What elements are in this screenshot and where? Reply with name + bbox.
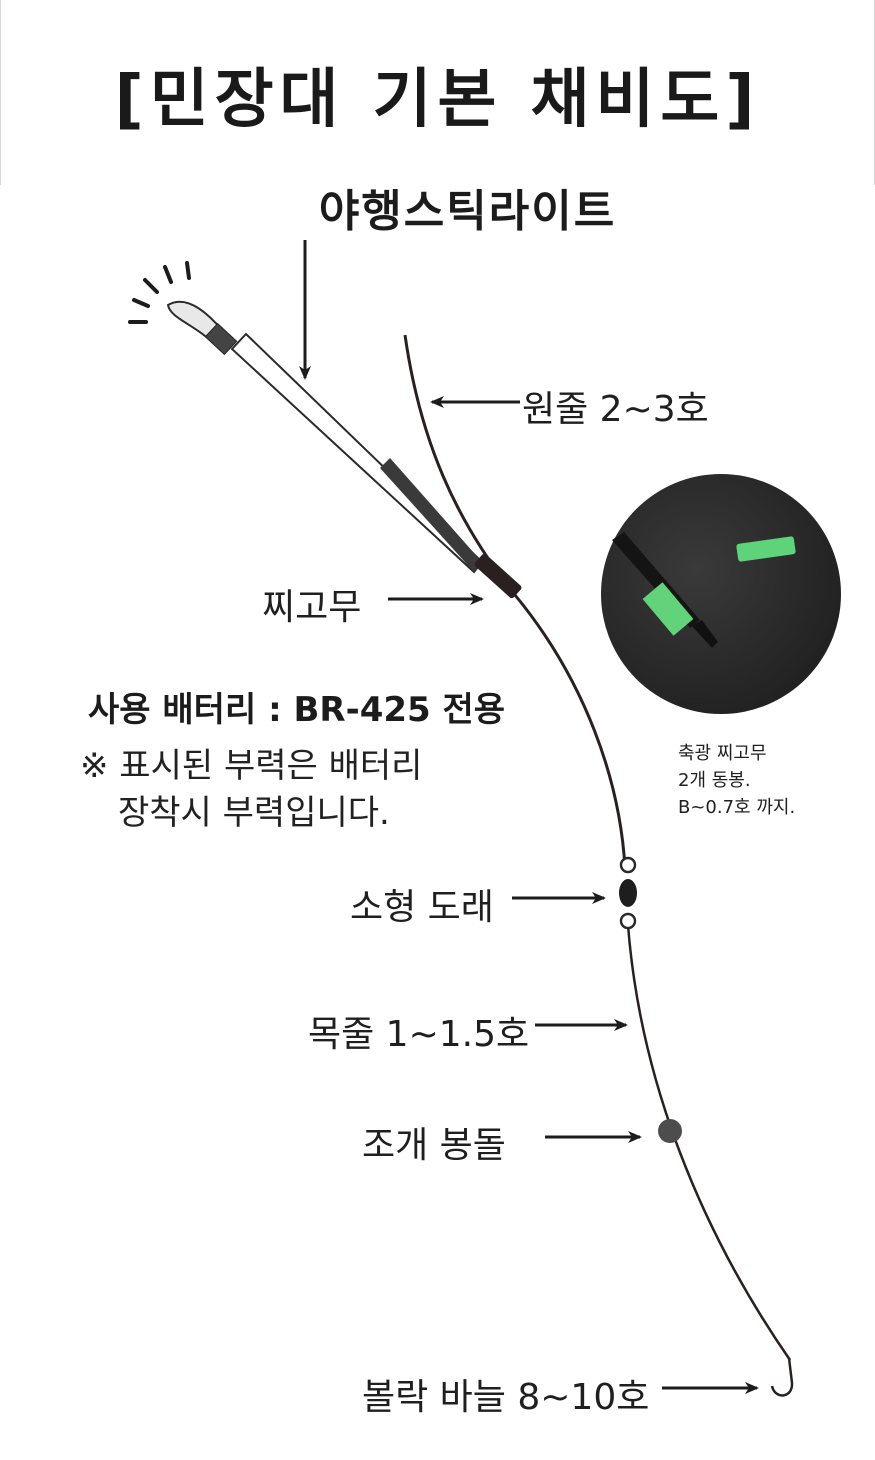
sinker-label: 조개 봉돌 [362,1125,506,1166]
glow-note-line3: B~0.7호 까지. [678,797,796,818]
float-rubber [474,553,522,599]
page-title: [민장대 기본 채비도] [114,63,761,137]
buoyancy-note-line1: ※ 표시된 부력은 배터리 [80,746,423,786]
frame-left-border [0,0,1,185]
float-product-name: 야행스틱라이트 [318,186,617,237]
glow-note-line1: 축광 찌고무 [678,743,767,764]
hook-label: 볼락 바늘 8~10호 [362,1377,650,1418]
swivel-icon [619,856,637,930]
float-rubber-label: 찌고무 [262,587,362,628]
battery-label: 사용 배터리 : BR-425 전용 [88,690,506,730]
glow-rubber-note: 축광 찌고무 2개 동봉. B~0.7호 까지. [678,740,795,821]
buoyancy-note-line2: 장착시 부력입니다. [118,793,390,833]
stick-light-float [166,300,484,574]
hook-icon [770,1357,794,1397]
main-line-label: 원줄 2~3호 [522,389,709,430]
glow-note-line2: 2개 동봉. [678,770,751,791]
leader-line [626,924,792,1361]
light-glow-icon [128,261,191,324]
swivel-label: 소형 도래 [350,887,494,928]
sinker-icon [658,1119,682,1143]
glow-rubber-photo [601,474,841,714]
leader-label: 목줄 1~1.5호 [308,1014,530,1055]
